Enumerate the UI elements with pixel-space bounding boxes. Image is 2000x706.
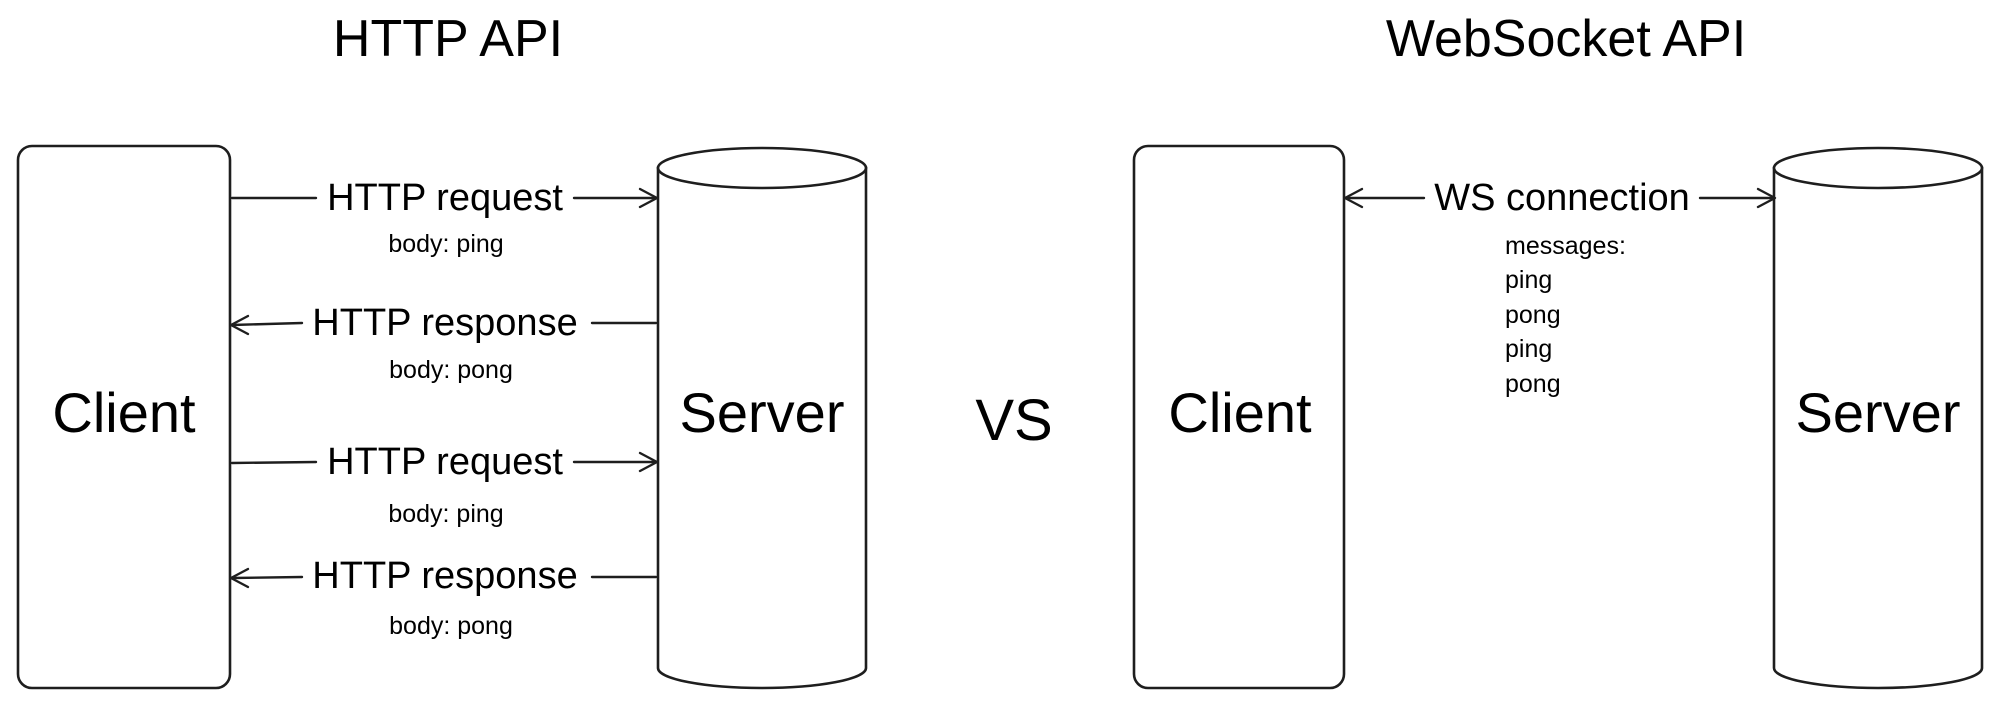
- http-exchange-2: HTTP response body: pong: [229, 302, 658, 384]
- ws-client-label: Client: [1168, 381, 1312, 444]
- http-exchange-4: HTTP response body: pong: [229, 555, 658, 640]
- exchange-label: HTTP request: [327, 177, 563, 219]
- connection-label: WS connection: [1434, 177, 1690, 219]
- arrowhead-left: [1343, 187, 1364, 209]
- http-server-label: Server: [680, 381, 845, 444]
- exchange-body: body: pong: [389, 612, 513, 640]
- exchange-body: body: ping: [388, 230, 503, 258]
- http-server-cylinder: [656, 146, 868, 690]
- http-exchange-3: HTTP request body: ping: [230, 441, 659, 528]
- http-section: HTTP API Client Server HTTP request body…: [16, 10, 868, 690]
- ws-client-box: [1132, 144, 1346, 690]
- arrowhead: [638, 187, 659, 209]
- ws-server-cylinder: [1772, 146, 1984, 690]
- http-client-label: Client: [52, 381, 196, 444]
- arrowhead: [638, 451, 659, 473]
- ws-server-label: Server: [1796, 381, 1961, 444]
- message-item: pong: [1505, 301, 1561, 329]
- exchange-body: body: pong: [389, 356, 513, 384]
- exchange-body: body: ping: [388, 500, 503, 528]
- vs-separator: VS: [975, 388, 1052, 453]
- message-item: ping: [1505, 266, 1552, 294]
- exchange-label: HTTP request: [327, 441, 563, 483]
- message-item: pong: [1505, 370, 1561, 398]
- ws-title: WebSocket API: [1386, 10, 1746, 68]
- exchange-label: HTTP response: [312, 302, 577, 344]
- ws-message-list: messages: ping pong ping pong: [1505, 232, 1626, 398]
- response-arrow: [230, 321, 658, 327]
- arrowhead-right: [1756, 187, 1777, 209]
- messages-heading: messages:: [1505, 232, 1626, 260]
- response-arrow: [230, 575, 658, 580]
- message-item: ping: [1505, 335, 1552, 363]
- arrowhead: [229, 567, 250, 589]
- ws-connection: WS connection: [1343, 177, 1777, 219]
- ws-section: WebSocket API Client Server WS connectio…: [1132, 10, 1984, 690]
- http-client-box: [16, 144, 232, 690]
- http-title: HTTP API: [333, 10, 563, 68]
- http-exchange-1: HTTP request body: ping: [230, 177, 659, 258]
- arrowhead: [229, 314, 250, 336]
- request-arrow: [230, 460, 658, 465]
- exchange-label: HTTP response: [312, 555, 577, 597]
